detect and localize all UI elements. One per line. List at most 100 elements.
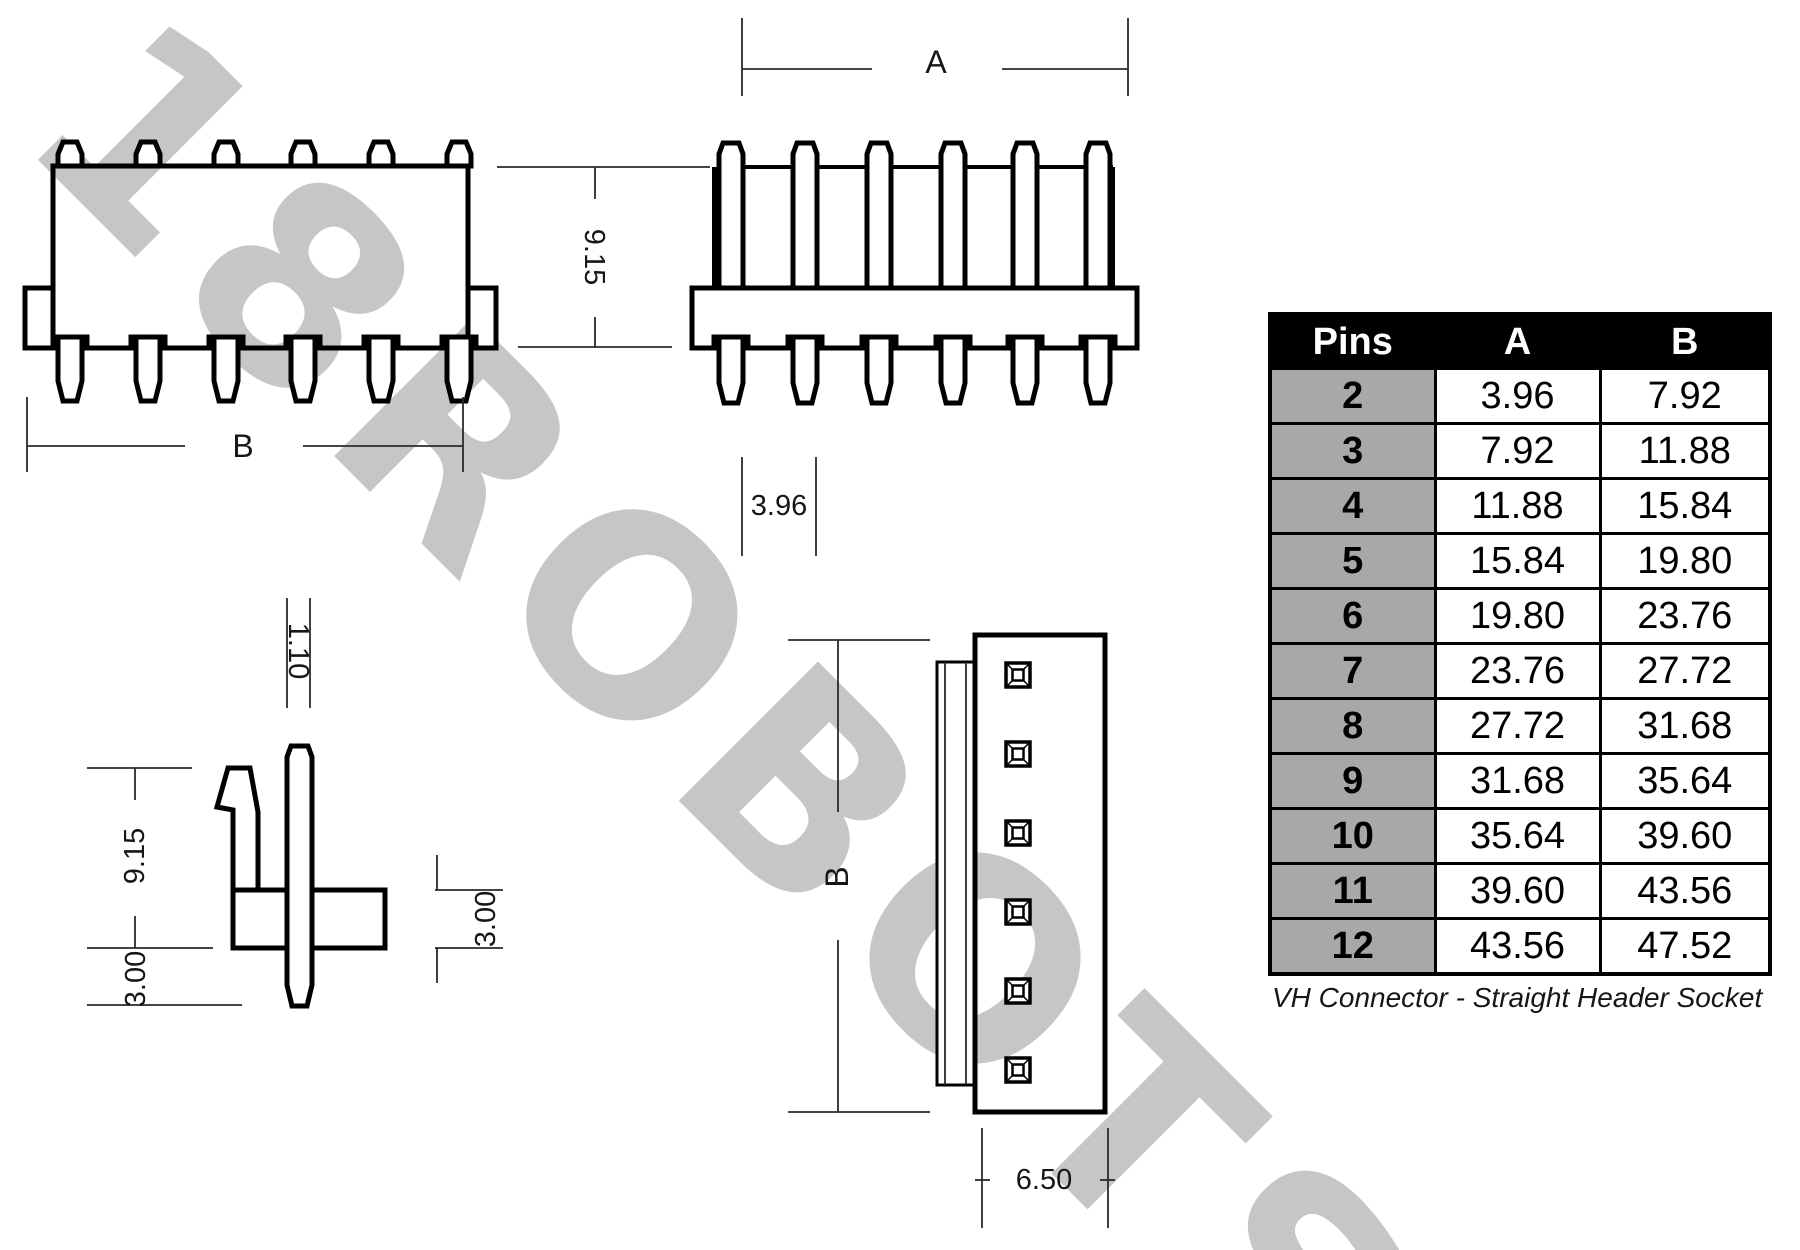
front-dim-B-lines <box>26 397 464 472</box>
side-lower-pin <box>1010 334 1040 406</box>
table-cell-pins: 3 <box>1268 422 1437 480</box>
side-lower-pin <box>716 334 746 406</box>
table-cell-value: 35.64 <box>1598 752 1772 810</box>
front-top-bump <box>444 139 474 169</box>
profile-view-drawing <box>87 598 503 1009</box>
dim-label-profile-110: 1.10 <box>282 622 315 680</box>
side-upper-pin <box>1010 140 1040 291</box>
side-lower-pin <box>1083 334 1113 406</box>
front-flange-left <box>22 285 56 351</box>
dim-label-side-915: 9.15 <box>578 228 611 286</box>
pin-hole-inner <box>1011 905 1025 919</box>
side-upper-pin <box>716 140 746 291</box>
table-cell-value: 3.96 <box>1433 367 1602 425</box>
table-cell-value: 47.52 <box>1598 917 1772 976</box>
table-cell-value: 31.68 <box>1598 697 1772 755</box>
table-cell-pins: 8 <box>1268 697 1437 755</box>
caption: VH Connector - Straight Header Socket <box>1272 982 1763 1013</box>
table-cell-pins: 7 <box>1268 642 1437 700</box>
table-cell-value: 19.80 <box>1433 587 1602 645</box>
front-top-bump <box>211 139 241 169</box>
table-cell-value: 19.80 <box>1598 532 1772 590</box>
table-cell-value: 11.88 <box>1598 422 1772 480</box>
top-view-body <box>972 632 1108 1115</box>
table-cell-pins: 11 <box>1268 862 1437 920</box>
side-base <box>689 285 1140 351</box>
table-cell-value: 27.72 <box>1433 697 1602 755</box>
front-pin <box>55 334 85 404</box>
side-lower-pin <box>864 334 894 406</box>
dim-label-top-650: 6.50 <box>1015 1163 1073 1196</box>
table-header-row: Pins A B <box>1268 312 1772 370</box>
side-upper-pin <box>1083 140 1113 291</box>
dim-label-front-B: B <box>232 427 254 464</box>
table-header-pins: Pins <box>1268 312 1437 370</box>
table-cell-pins: 12 <box>1268 917 1437 976</box>
pin-hole-inner <box>1011 747 1025 761</box>
table-cell-pins: 4 <box>1268 477 1437 535</box>
front-top-bump <box>288 139 318 169</box>
top-view-side-strip <box>935 660 977 1087</box>
side-dim-915-lines <box>497 166 710 348</box>
table-cell-pins: 10 <box>1268 807 1437 865</box>
top-dim-650-lines <box>975 1128 1115 1228</box>
table-cell-value: 23.76 <box>1598 587 1772 645</box>
profile-dim-110-lines <box>286 598 311 708</box>
table-cell-value: 31.68 <box>1433 752 1602 810</box>
side-upper-pin <box>790 140 820 291</box>
front-top-bump <box>366 139 396 169</box>
front-top-bump <box>55 139 85 169</box>
side-upper-pin <box>864 140 894 291</box>
profile-friction-lock <box>213 765 261 893</box>
front-pin <box>288 334 318 404</box>
table-cell-pins: 6 <box>1268 587 1437 645</box>
front-pin <box>366 334 396 404</box>
side-view-drawing <box>497 18 1140 556</box>
table-header-b: B <box>1598 312 1772 370</box>
front-pin <box>211 334 241 404</box>
pin-hole-inner <box>1011 668 1025 682</box>
table-cell-pins: 9 <box>1268 752 1437 810</box>
dim-label-profile-300-left: 3.00 <box>119 950 152 1008</box>
side-upper-pin <box>938 140 968 291</box>
table-cell-value: 15.84 <box>1598 477 1772 535</box>
dim-label-side-396: 3.96 <box>750 489 808 522</box>
profile-pin <box>284 743 315 1009</box>
side-lower-pin <box>790 334 820 406</box>
table-cell-value: 39.60 <box>1433 862 1602 920</box>
table-cell-value: 7.92 <box>1598 367 1772 425</box>
table-header-a: A <box>1433 312 1602 370</box>
table-cell-value: 39.60 <box>1598 807 1772 865</box>
table-cell-value: 43.56 <box>1433 917 1602 976</box>
front-view-drawing <box>22 139 499 472</box>
table-cell-pins: 2 <box>1268 367 1437 425</box>
dim-label-profile-300-right: 3.00 <box>469 890 502 948</box>
front-top-bump <box>133 139 163 169</box>
profile-dim-right-lines <box>435 855 503 983</box>
table-cell-value: 23.76 <box>1433 642 1602 700</box>
side-dim-396-lines <box>741 457 817 556</box>
table-cell-value: 7.92 <box>1433 422 1602 480</box>
side-dim-A-lines <box>741 18 1129 96</box>
dim-label-top-B: B <box>818 866 855 888</box>
pin-hole-inner <box>1011 984 1025 998</box>
table-cell-value: 27.72 <box>1598 642 1772 700</box>
side-lower-pin <box>938 334 968 406</box>
table-cell-value: 43.56 <box>1598 862 1772 920</box>
dim-label-side-A: A <box>925 43 947 80</box>
front-pin <box>444 334 474 404</box>
pin-hole-inner <box>1011 1063 1025 1077</box>
front-pin <box>133 334 163 404</box>
